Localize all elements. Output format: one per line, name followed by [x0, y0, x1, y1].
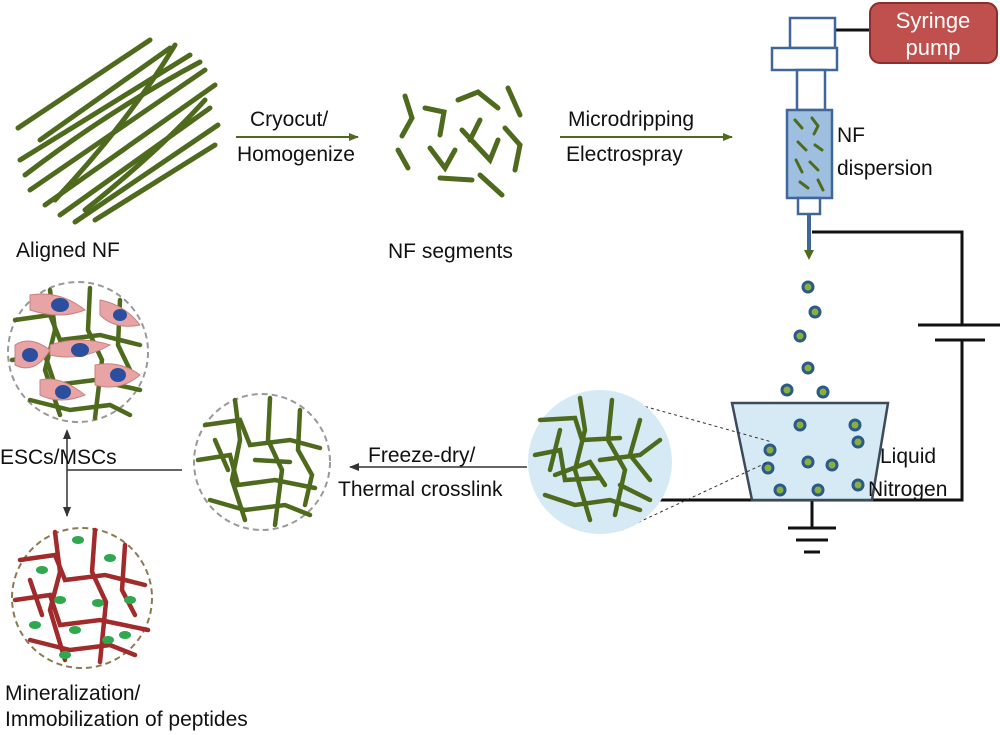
- nf-segments-illustration: [395, 85, 523, 198]
- nf-dispersion-label-2: dispersion: [837, 157, 933, 180]
- liquid-nitrogen-bath: [730, 401, 890, 502]
- liquid-label: Liquid: [880, 445, 936, 468]
- homogenize-label: Homogenize: [237, 143, 355, 166]
- immobilization-label: Immobilization of peptides: [5, 708, 248, 731]
- frozen-droplets: [761, 418, 865, 497]
- cryocut-label: Cryocut/: [250, 108, 328, 131]
- aligned-nf-label: Aligned NF: [16, 239, 120, 262]
- cells: [14, 293, 141, 401]
- syringe-pump-label-1: Syringe: [896, 8, 971, 33]
- peptide-scaffold-circle: [11, 527, 153, 669]
- nitrogen-label: Nitrogen: [868, 478, 947, 501]
- zoom-line-top: [621, 399, 773, 443]
- thermal-crosslink-label: Thermal crosslink: [338, 478, 503, 501]
- aligned-nf-illustration: [15, 37, 221, 225]
- freeze-dry-label: Freeze-dry/: [368, 444, 476, 467]
- mineralization-label: Mineralization/: [5, 682, 141, 705]
- electrospray-label: Electrospray: [566, 143, 683, 166]
- nf-segments-label: NF segments: [388, 240, 513, 263]
- microdripping-label: Microdripping: [568, 108, 694, 131]
- peptides: [29, 536, 136, 659]
- nucleus: [51, 298, 69, 312]
- microsphere-fibers: [532, 395, 663, 523]
- nf-dispersion-label-1: NF: [837, 124, 865, 147]
- escs-mscs-label: ESCs/MSCs: [0, 446, 117, 469]
- scaffold-fibers: [195, 395, 323, 528]
- syringe: [770, 16, 839, 260]
- zoom-line-bottom: [621, 461, 769, 531]
- syringe-pump-box: [869, 2, 998, 64]
- electrospray-droplets: [780, 280, 830, 399]
- peptide-scaffold-fibers: [12, 527, 151, 665]
- syringe-pump-label-2: pump: [905, 35, 960, 60]
